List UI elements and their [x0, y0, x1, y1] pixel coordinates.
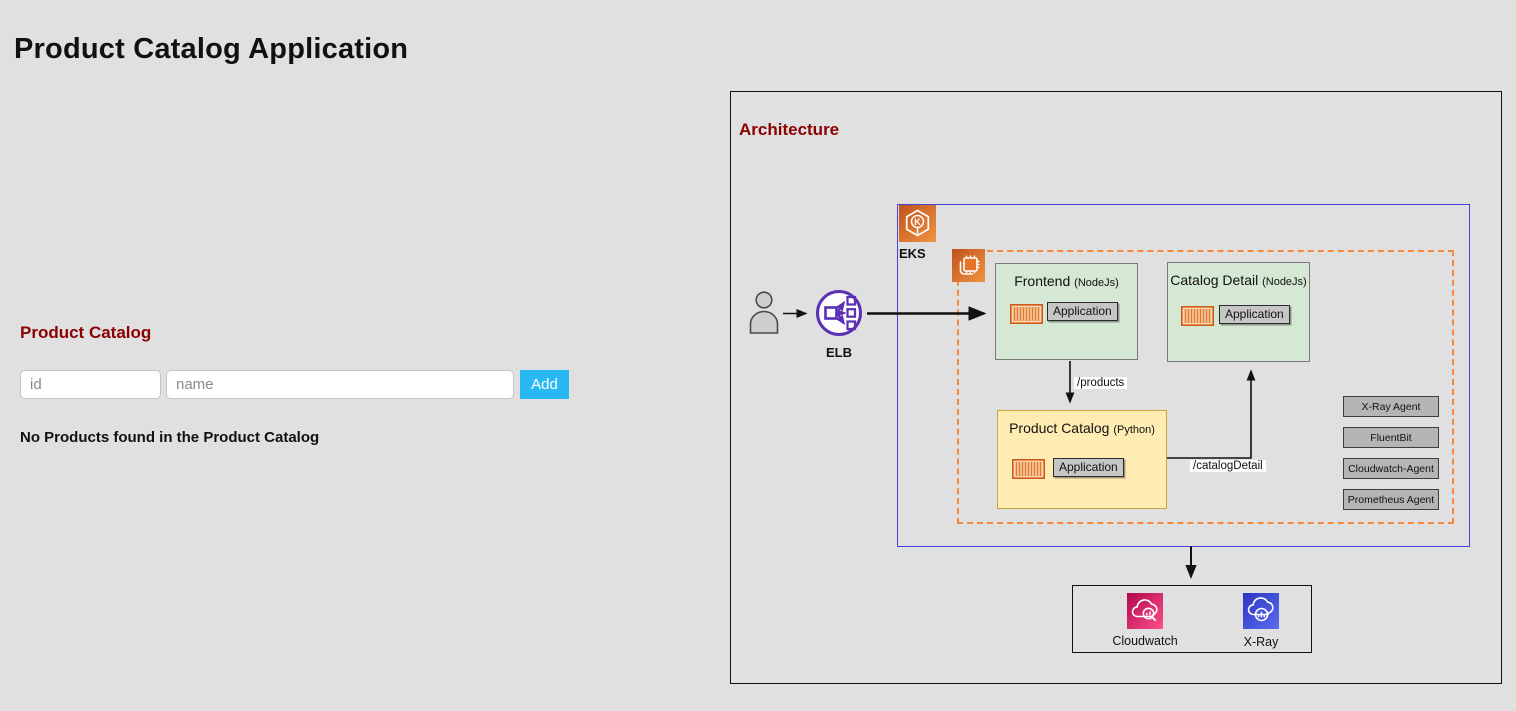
- eks-icon: K: [899, 205, 936, 242]
- elb-icon: [816, 290, 862, 336]
- page-title: Product Catalog Application: [14, 33, 409, 65]
- eks-cluster-box: [897, 204, 1470, 547]
- container-icon: [1012, 459, 1045, 479]
- catalog-detail-application-chip: Application: [1219, 305, 1290, 324]
- frontend-title: Frontend (NodeJs): [1014, 273, 1119, 289]
- architecture-heading: Architecture: [739, 120, 840, 139]
- catalog-heading: Product Catalog: [20, 323, 152, 342]
- xray-agent-box: X-Ray Agent: [1343, 396, 1439, 417]
- container-icon: [1010, 304, 1043, 324]
- prometheus-agent-box: Prometheus Agent: [1343, 489, 1439, 510]
- eks-label: EKS: [899, 246, 926, 261]
- monitoring-box: [1072, 585, 1312, 653]
- frontend-application-chip: Application: [1047, 302, 1118, 321]
- empty-state-message: No Products found in the Product Catalog: [20, 429, 320, 446]
- catalog-detail-title: Catalog Detail (NodeJs): [1170, 272, 1307, 288]
- cloudwatch-label: Cloudwatch: [1112, 634, 1178, 648]
- name-input[interactable]: [166, 370, 514, 399]
- pod-boundary-box: [957, 250, 1454, 524]
- add-button[interactable]: Add: [520, 370, 569, 399]
- xray-icon: [1243, 593, 1279, 629]
- products-edge-label: /products: [1074, 377, 1128, 389]
- container-service-icon: [952, 249, 985, 282]
- product-catalog-application-chip: Application: [1053, 458, 1124, 477]
- product-catalog-title: Product Catalog (Python): [1009, 420, 1155, 436]
- svg-text:K: K: [914, 217, 921, 227]
- catalog-detail-edge-label: /catalogDetail: [1190, 460, 1266, 472]
- architecture-panel: [730, 91, 1502, 684]
- elb-label: ELB: [826, 345, 852, 360]
- user-icon: [749, 291, 779, 334]
- xray-label: X-Ray: [1243, 635, 1279, 649]
- id-input[interactable]: [20, 370, 161, 399]
- container-icon: [1181, 306, 1214, 326]
- cloudwatch-agent-box: Cloudwatch-Agent: [1343, 458, 1439, 479]
- fluentbit-box: FluentBit: [1343, 427, 1439, 448]
- cloudwatch-icon: [1127, 593, 1163, 629]
